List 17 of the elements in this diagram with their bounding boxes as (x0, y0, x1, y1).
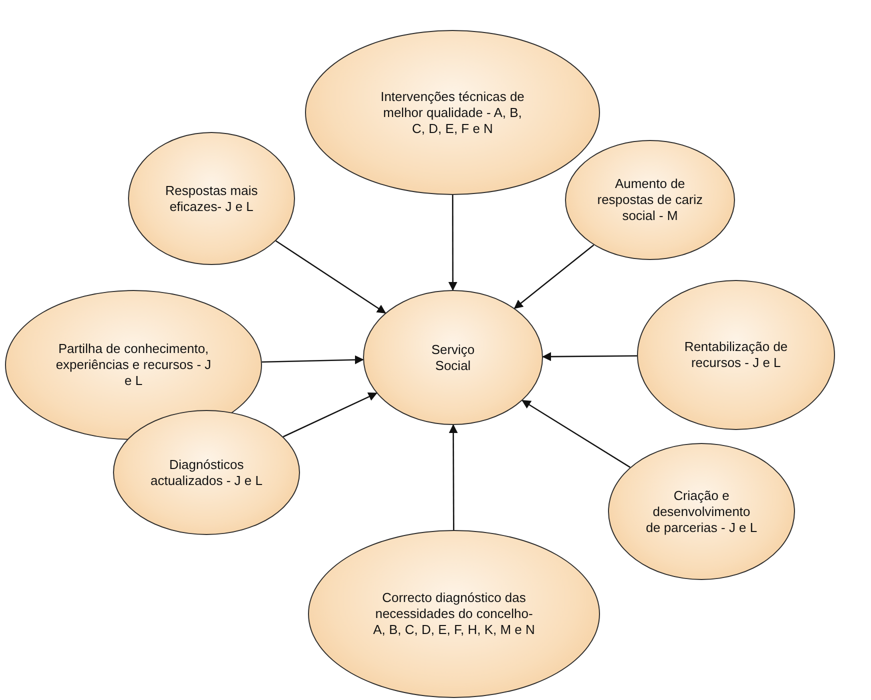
node-label: Correcto diagnóstico das necessidades do concelho-A, B, C, D, E, F, H, K, M e N (372, 590, 536, 638)
node-label: Aumento de respostas de cariz social - M (596, 176, 704, 224)
arrow (276, 240, 386, 314)
arrow (522, 400, 630, 468)
node-label: Rentabilização de recursos - J e L (683, 339, 789, 371)
arrow (282, 392, 378, 438)
node-label: Respostas mais eficazes- J e L (164, 182, 259, 214)
node-label: Intervenções técnicas de melhor qualidade - A, B, C, D, E, F e N (380, 88, 526, 136)
arrow (448, 195, 458, 291)
node-label: Partilha de conhecimento, experiências e recursos - J e L (54, 341, 212, 389)
arrow (448, 424, 458, 530)
arrow (514, 244, 594, 309)
arrow (542, 352, 638, 362)
node-label: Serviço Social (430, 342, 476, 374)
node-label: Criação e desenvolvimento de parcerias - J e L (644, 488, 758, 536)
arrow (262, 355, 364, 364)
node-label: Diagnósticos actualizados - J e L (149, 456, 264, 488)
